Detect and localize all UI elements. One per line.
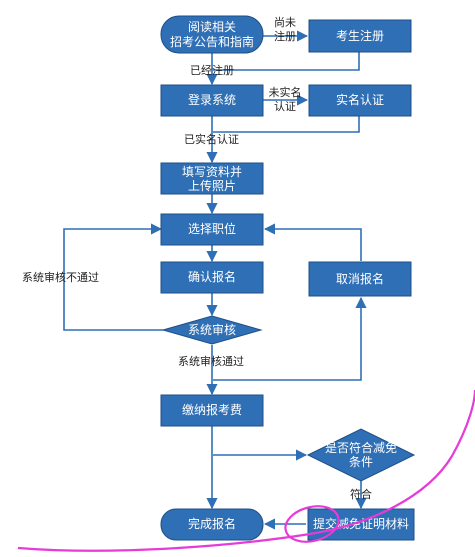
node-login-text: 登录系统 xyxy=(188,92,236,107)
node-reduction-check: 是否符合减免 条件 xyxy=(306,428,416,482)
node-login-shape xyxy=(160,84,264,117)
node-register: 考生注册 xyxy=(308,19,412,53)
node-complete-signup: 完成报名 xyxy=(160,508,264,541)
node-pay-fee: 缴纳报考费 xyxy=(160,394,264,427)
node-realname-auth-text: 实名认证 xyxy=(336,92,384,107)
node-complete-signup-text: 完成报名 xyxy=(188,516,236,531)
edge-labels: 尚未 注册 已经注册 未实名 认证 已实名认证 系统审核不通过 系统审核通过 符… xyxy=(22,15,372,501)
node-select-position-text: 选择职位 xyxy=(188,221,236,236)
node-fill-info: 填写资料并 上传照片 xyxy=(160,162,264,195)
label-not-realname-2: 认证 xyxy=(274,100,296,113)
edge-cancel-to-select xyxy=(263,223,362,261)
node-realname-auth-shape xyxy=(308,84,412,117)
node-read-notice-shape xyxy=(160,15,264,54)
node-reduction-check-text-2: 条件 xyxy=(349,455,373,469)
label-not-registered-2: 注册 xyxy=(274,29,296,43)
node-submit-proof: 提交减免证明材料 xyxy=(307,508,415,541)
pink-scribble-annotation xyxy=(17,389,475,552)
edge-realname-to-fill xyxy=(213,116,360,133)
node-realname-auth: 实名认证 xyxy=(308,84,412,117)
label-not-realname-1: 未实名 xyxy=(269,85,302,99)
node-fill-info-shape xyxy=(160,162,264,195)
node-reduction-check-shape xyxy=(306,428,416,482)
node-system-review: 系统审核 xyxy=(161,315,263,345)
node-pay-fee-text: 缴纳报考费 xyxy=(182,402,242,417)
label-eligible: 符合 xyxy=(350,487,372,501)
node-confirm-signup-shape xyxy=(160,261,264,294)
node-complete-signup-shape xyxy=(160,508,264,541)
pink-scribble-loop xyxy=(284,505,340,543)
node-pay-fee-shape xyxy=(160,394,264,427)
node-register-text: 考生注册 xyxy=(336,28,384,43)
node-select-position-shape xyxy=(160,213,264,246)
node-cancel-signup-text: 取消报名 xyxy=(336,271,384,286)
node-system-review-shape xyxy=(161,315,263,345)
node-submit-proof-shape xyxy=(307,508,415,541)
edge-to-cancel xyxy=(213,296,367,381)
label-registered: 已经注册 xyxy=(190,63,234,77)
node-confirm-signup: 确认报名 xyxy=(160,261,264,294)
label-review-failed: 系统审核不通过 xyxy=(22,270,99,284)
node-confirm-signup-text: 确认报名 xyxy=(188,269,236,284)
node-fill-info-text-1: 填写资料并 xyxy=(182,165,242,179)
node-reduction-check-text-1: 是否符合减免 xyxy=(325,440,397,455)
label-realname-done: 已实名认证 xyxy=(184,132,239,146)
node-login: 登录系统 xyxy=(160,84,264,117)
edge-review-fail-loop xyxy=(63,223,163,331)
node-fill-info-text-2: 上传照片 xyxy=(188,178,236,193)
edge-register-to-login xyxy=(213,52,360,71)
node-read-notice-text-1: 阅读相关 xyxy=(188,20,236,34)
label-not-registered-1: 尚未 xyxy=(274,15,296,29)
node-cancel-signup: 取消报名 xyxy=(308,261,412,297)
node-select-position: 选择职位 xyxy=(160,213,264,246)
edges xyxy=(63,30,367,530)
node-cancel-signup-shape xyxy=(308,261,412,297)
node-register-shape xyxy=(308,19,412,53)
node-read-notice-text-2: 招考公告和指南 xyxy=(170,34,254,49)
node-read-notice: 阅读相关 招考公告和指南 xyxy=(160,15,264,54)
label-review-passed: 系统审核通过 xyxy=(178,354,244,368)
node-submit-proof-text: 提交减免证明材料 xyxy=(313,516,409,531)
node-system-review-text: 系统审核 xyxy=(188,322,236,337)
pink-scribble-curve xyxy=(17,389,475,552)
